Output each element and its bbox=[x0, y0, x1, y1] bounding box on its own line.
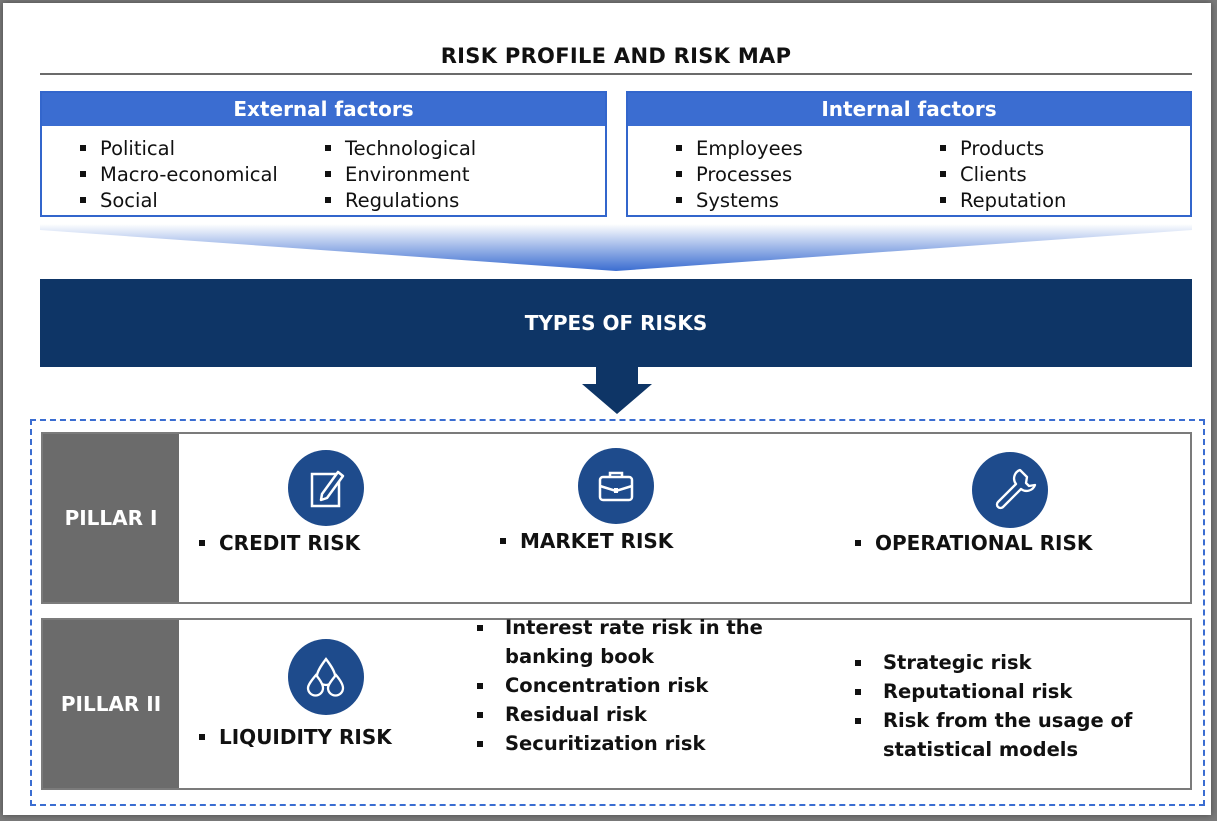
bullet-icon bbox=[477, 741, 483, 747]
bullet-icon bbox=[199, 733, 205, 740]
internal-factors-col2: Products Clients Reputation bbox=[940, 136, 1066, 214]
list-item: Residual risk bbox=[477, 700, 777, 729]
bullet-icon bbox=[855, 660, 861, 666]
liquidity-risk-item: LIQUIDITY RISK bbox=[199, 725, 392, 749]
funnel-arrow bbox=[40, 224, 1192, 271]
types-of-risks-band: TYPES OF RISKS bbox=[40, 279, 1192, 367]
bullet-icon bbox=[676, 144, 682, 151]
list-item: Social bbox=[80, 188, 278, 214]
list-item: Products bbox=[940, 136, 1066, 162]
list-item: Regulations bbox=[325, 188, 476, 214]
bullet-icon bbox=[477, 625, 483, 631]
list-item: Reputational risk bbox=[855, 677, 1175, 706]
bullet-icon bbox=[80, 144, 86, 151]
list-item: Processes bbox=[676, 162, 803, 188]
list-item: Macro-economical bbox=[80, 162, 278, 188]
bullet-icon bbox=[80, 196, 86, 203]
list-item: Political bbox=[80, 136, 278, 162]
internal-factors-col1: Employees Processes Systems bbox=[676, 136, 803, 214]
list-item: Interest rate risk in the banking book bbox=[477, 613, 777, 671]
list-item: Clients bbox=[940, 162, 1066, 188]
bullet-icon bbox=[477, 683, 483, 689]
list-item: Environment bbox=[325, 162, 476, 188]
bullet-icon bbox=[940, 144, 946, 151]
external-factors-col1: Political Macro-economical Social bbox=[80, 136, 278, 214]
page-title: RISK PROFILE AND RISK MAP bbox=[440, 44, 792, 68]
bullet-icon bbox=[325, 196, 331, 203]
bullet-icon bbox=[940, 196, 946, 203]
water-drops-icon bbox=[288, 639, 364, 715]
pillar-2-panel: PILLAR II LIQUIDITY RISK Interest rate r… bbox=[41, 616, 1192, 790]
market-risk-item: MARKET RISK bbox=[500, 529, 673, 553]
pillar-1-label: PILLAR I bbox=[43, 434, 179, 602]
internal-factors-box: Internal factors Employees Processes Sys… bbox=[626, 91, 1192, 217]
list-item: Employees bbox=[676, 136, 803, 162]
down-arrow-icon bbox=[582, 366, 652, 414]
list-item: Systems bbox=[676, 188, 803, 214]
bullet-icon bbox=[855, 689, 861, 695]
bullet-icon bbox=[855, 539, 861, 546]
bullet-icon bbox=[940, 170, 946, 177]
title-divider bbox=[40, 73, 1192, 75]
pillar-2-middle-list: Interest rate risk in the banking book C… bbox=[477, 613, 777, 758]
bullet-icon bbox=[676, 170, 682, 177]
list-item: Concentration risk bbox=[477, 671, 777, 700]
operational-risk-item: OPERATIONAL RISK bbox=[855, 531, 1092, 555]
briefcase-icon bbox=[578, 448, 654, 524]
wrench-icon bbox=[972, 452, 1048, 528]
bullet-icon bbox=[477, 712, 483, 718]
external-factors-box: External factors Political Macro-economi… bbox=[40, 91, 607, 217]
list-item: Technological bbox=[325, 136, 476, 162]
external-factors-heading: External factors bbox=[42, 93, 605, 126]
list-item: Securitization risk bbox=[477, 729, 777, 758]
edit-document-icon bbox=[288, 450, 364, 526]
list-item: Reputation bbox=[940, 188, 1066, 214]
external-factors-col2: Technological Environment Regulations bbox=[325, 136, 476, 214]
bullet-icon bbox=[500, 537, 506, 544]
list-item: Strategic risk bbox=[855, 648, 1175, 677]
bullet-icon bbox=[80, 170, 86, 177]
bullet-icon bbox=[325, 170, 331, 177]
bullet-icon bbox=[676, 196, 682, 203]
credit-risk-item: CREDIT RISK bbox=[199, 531, 360, 555]
pillar-1-panel: PILLAR I CREDIT RISK MARKET RISK OPERATI… bbox=[41, 432, 1192, 604]
internal-factors-heading: Internal factors bbox=[628, 93, 1190, 126]
bullet-icon bbox=[325, 144, 331, 151]
list-item: Risk from the usage of statistical model… bbox=[855, 706, 1175, 764]
pillar-2-label: PILLAR II bbox=[43, 620, 179, 788]
bullet-icon bbox=[855, 718, 861, 724]
pillar-2-right-list: Strategic risk Reputational risk Risk fr… bbox=[855, 648, 1175, 764]
bullet-icon bbox=[199, 539, 205, 546]
pillars-container bbox=[30, 419, 1205, 806]
